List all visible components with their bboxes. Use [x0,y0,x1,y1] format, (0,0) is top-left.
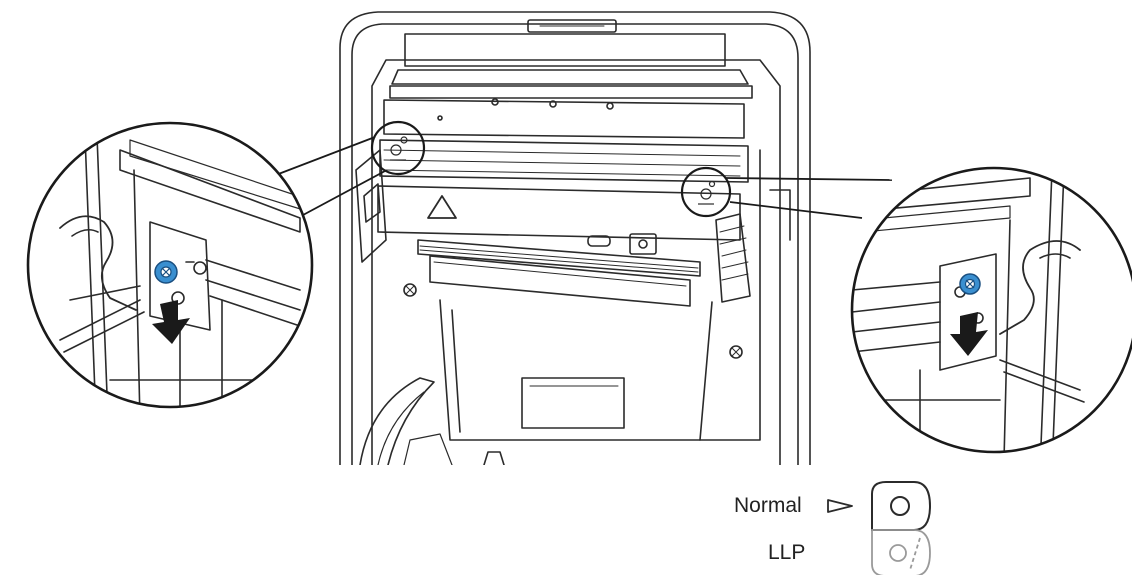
left-marker-screw [390,137,407,160]
llp-label: LLP [768,541,806,564]
left-push-arrow-icon [152,300,190,344]
left-detail-marker [372,122,424,174]
paper-roll-normal-icon [872,482,930,530]
normal-pointer-icon [828,500,852,512]
right-detail-view [842,170,1084,470]
right-detail-marker [682,168,730,216]
paper-roll-llp-icon [872,530,930,575]
leader-lines [268,137,892,222]
left-detail-circle [28,123,312,407]
right-detail-circle [852,168,1132,452]
left-lock-screw-icon [155,261,177,283]
right-push-arrow-icon [950,312,988,356]
left-detail-view [60,110,310,420]
printer-body [340,12,810,465]
right-lock-screw-icon [960,274,980,294]
right-marker-screw [698,182,715,205]
normal-label: Normal [734,494,802,517]
warning-triangle-icon [428,196,456,218]
